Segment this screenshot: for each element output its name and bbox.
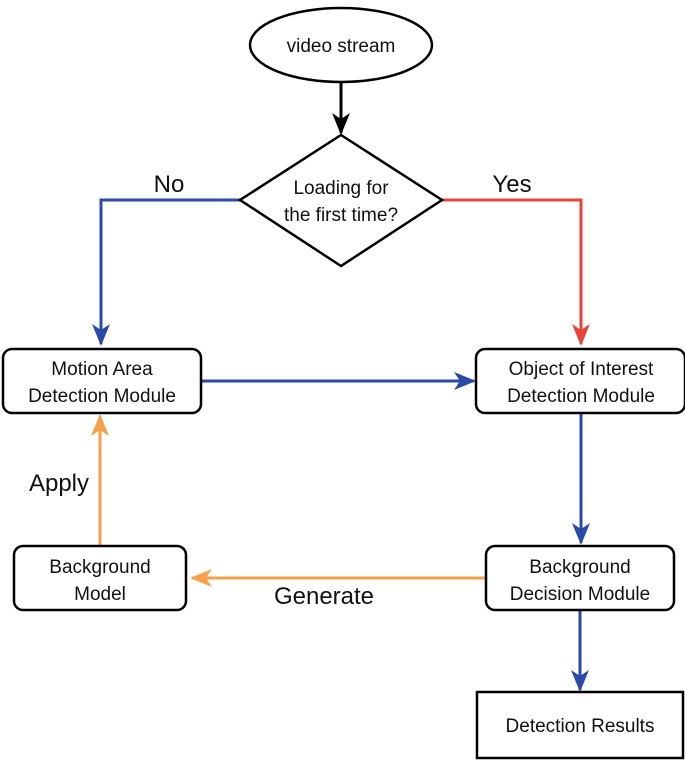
node-motion-area-line2: Detection Module	[28, 386, 176, 407]
node-video-stream-label: video stream	[287, 36, 396, 57]
node-background-decision-line2: Decision Module	[510, 584, 650, 605]
node-motion-area-line1: Motion Area	[51, 359, 153, 380]
edge-label-no: No	[154, 171, 185, 198]
edge-label-generate: Generate	[274, 583, 374, 610]
node-background-decision: Background Decision Module	[484, 544, 676, 612]
node-decision: Loading for the first time?	[237, 133, 445, 268]
node-object-interest-line1: Object of Interest	[509, 359, 654, 380]
node-background-model-line2: Model	[74, 584, 126, 605]
node-detection-results-label: Detection Results	[506, 716, 655, 737]
edge-no	[92, 198, 240, 346]
edge-label-yes: Yes	[492, 171, 531, 198]
node-background-model-line1: Background	[49, 557, 150, 578]
node-video-stream: video stream	[248, 6, 434, 84]
node-object-interest: Object of Interest Detection Module	[474, 347, 685, 415]
node-background-decision-line1: Background	[529, 557, 630, 578]
node-object-interest-line2: Detection Module	[507, 386, 655, 407]
node-detection-results: Detection Results	[475, 690, 685, 760]
node-background-model: Background Model	[12, 544, 188, 612]
edge-label-apply: Apply	[29, 470, 89, 497]
node-decision-line1: Loading for	[293, 178, 389, 199]
node-decision-line2: the first time?	[284, 205, 398, 226]
node-motion-area: Motion Area Detection Module	[1, 347, 203, 415]
edge-yes	[442, 198, 590, 346]
